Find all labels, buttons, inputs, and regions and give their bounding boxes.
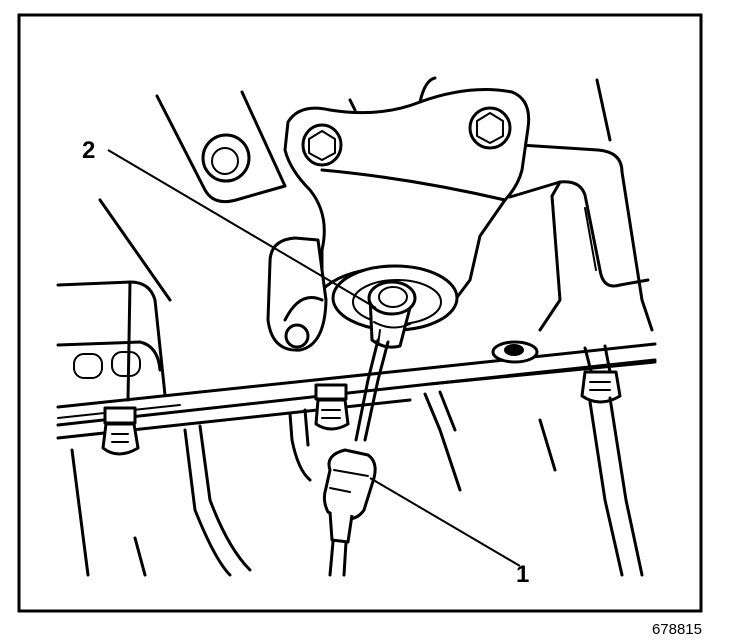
lower-boss: [266, 236, 328, 352]
lower-runner-4: [588, 400, 624, 577]
leader-line-2: [107, 149, 377, 309]
figure-code: 678815: [652, 621, 702, 638]
callout-label-2: 2: [82, 137, 95, 164]
left-block-slot-2: [111, 351, 141, 377]
mount-bracket: [283, 88, 531, 302]
rail-washer: [491, 340, 539, 364]
bracket-bolt-right: [468, 106, 512, 150]
rear-block: [518, 143, 654, 332]
callout-label-1: 1: [516, 561, 529, 588]
left-block: [56, 280, 167, 397]
rail-bolt-center: [314, 383, 350, 431]
sensor-body: [367, 280, 417, 349]
left-block-slot-1: [73, 353, 103, 379]
wire-connector: [322, 448, 377, 577]
rail-bolt-left: [101, 406, 140, 456]
leader-line-1: [369, 477, 521, 567]
drawing-area: [56, 76, 657, 577]
figure-frame: [17, 13, 703, 613]
rail-bolt-right: [580, 344, 622, 404]
mounting-rail: [56, 342, 657, 409]
lower-runner-3: [423, 392, 462, 492]
lower-runner-1: [183, 428, 232, 577]
lower-runner-2: [288, 412, 312, 482]
upper-arm: [155, 94, 287, 204]
sensor-wire: [354, 338, 380, 442]
arm-hole: [201, 133, 251, 183]
bracket-bolt-left: [301, 123, 343, 167]
